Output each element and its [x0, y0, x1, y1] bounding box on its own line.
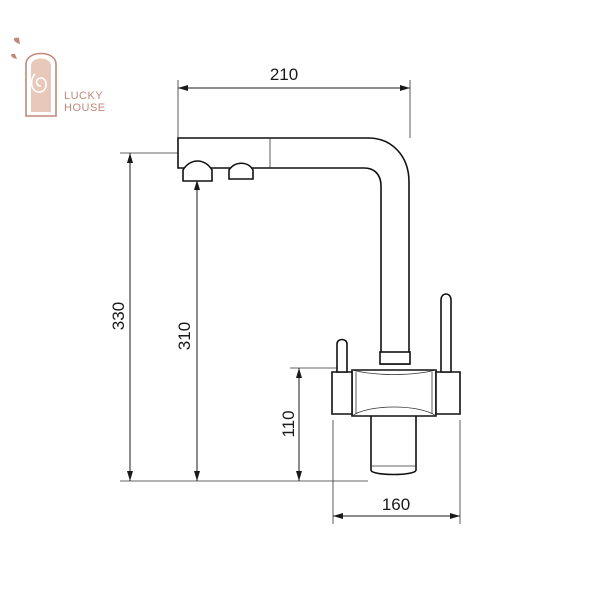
dimension-width-top — [177, 80, 411, 138]
faucet-drawing — [177, 137, 461, 476]
dimension-width-base — [332, 420, 461, 524]
dimension-height-body — [290, 367, 340, 481]
dimension-height-total — [120, 152, 368, 482]
dimension-label-110: 110 — [279, 410, 298, 437]
brand-line1: LUCKY — [64, 90, 103, 102]
dimension-label-310: 310 — [175, 322, 194, 350]
dimension-label-330: 330 — [109, 302, 128, 330]
dimension-label-210: 210 — [270, 65, 298, 84]
brand-line2: HOUSE — [64, 102, 106, 114]
lucky-house-logo-icon — [11, 37, 57, 117]
dimension-label-160: 160 — [382, 495, 410, 514]
